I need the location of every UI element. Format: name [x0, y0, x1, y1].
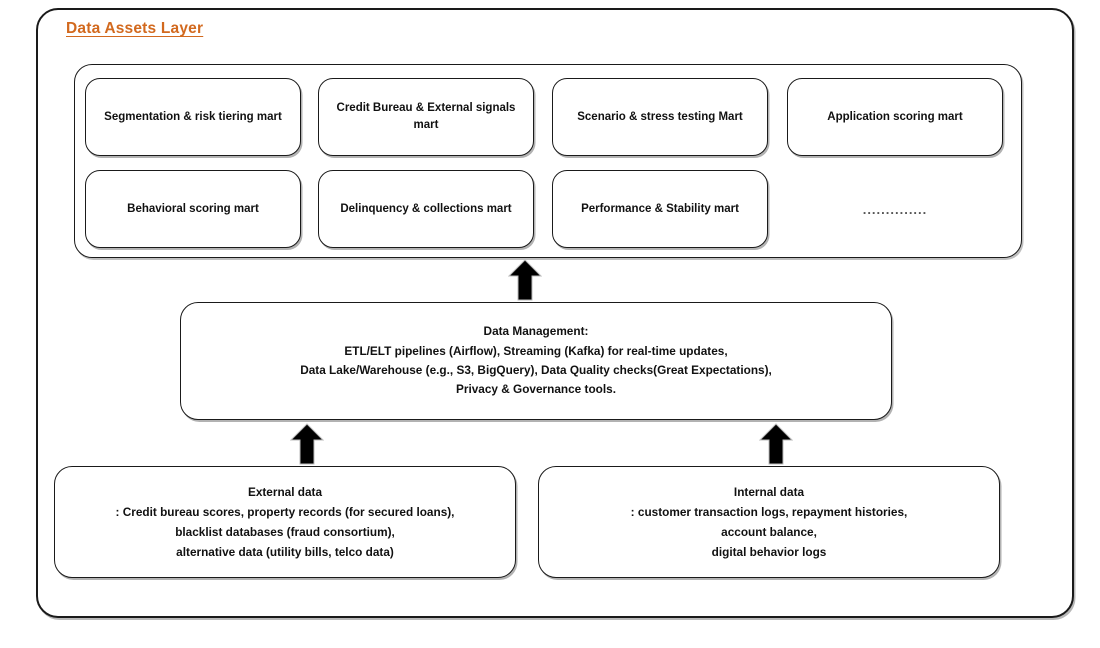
data-management-line: ETL/ELT pipelines (Airflow), Streaming (… — [344, 343, 728, 358]
external-data-box[interactable]: External data : Credit bureau scores, pr… — [54, 466, 516, 578]
internal-data-heading: Internal data — [733, 484, 805, 499]
arrow-up-icon — [508, 259, 542, 301]
internal-data-line: account balance, — [721, 525, 817, 539]
mart-label: Scenario & stress testing Mart — [577, 110, 743, 123]
mart-box-behavioral-scoring[interactable]: Behavioral scoring mart — [85, 170, 301, 248]
external-data-line: alternative data (utility bills, telco d… — [176, 545, 394, 560]
external-data-line: blacklist databases (fraud consortium), — [175, 525, 395, 539]
mart-box-application-scoring[interactable]: Application scoring mart — [787, 78, 1003, 156]
external-data-heading: External data — [247, 484, 323, 499]
data-management-box[interactable]: Data Management: ETL/ELT pipelines (Airf… — [180, 302, 892, 420]
data-management-heading: Data Management: — [483, 324, 589, 339]
mart-box-delinquency-collections[interactable]: Delinquency & collections mart — [318, 170, 534, 248]
arrow-up-icon — [290, 423, 324, 465]
mart-label: Behavioral scoring mart — [127, 202, 259, 215]
mart-label: Segmentation & risk tiering mart — [104, 110, 282, 123]
internal-data-box[interactable]: Internal data : customer transaction log… — [538, 466, 1000, 578]
mart-box-performance-stability[interactable]: Performance & Stability mart — [552, 170, 768, 248]
data-management-line: Privacy & Governance tools. — [456, 382, 616, 397]
mart-ellipsis: .............. — [862, 201, 928, 217]
mart-box-credit-bureau-external-signals[interactable]: Credit Bureau & External signals mart — [318, 78, 534, 156]
mart-label: Application scoring mart — [827, 110, 963, 123]
mart-label: Performance & Stability mart — [581, 202, 739, 215]
external-data-line: : Credit bureau scores, property records… — [115, 504, 455, 519]
internal-data-line: digital behavior logs — [711, 545, 827, 560]
mart-label: Credit Bureau & External signals mart — [336, 102, 516, 131]
mart-box-segmentation-risk-tiering[interactable]: Segmentation & risk tiering mart — [85, 78, 301, 156]
mart-box-scenario-stress-testing[interactable]: Scenario & stress testing Mart — [552, 78, 768, 156]
data-management-line: Data Lake/Warehouse (e.g., S3, BigQuery)… — [300, 363, 772, 377]
mart-label: Delinquency & collections mart — [340, 202, 512, 215]
arrow-up-icon — [759, 423, 793, 465]
internal-data-line: : customer transaction logs, repayment h… — [630, 504, 908, 519]
page-title: Data Assets Layer — [66, 20, 204, 37]
